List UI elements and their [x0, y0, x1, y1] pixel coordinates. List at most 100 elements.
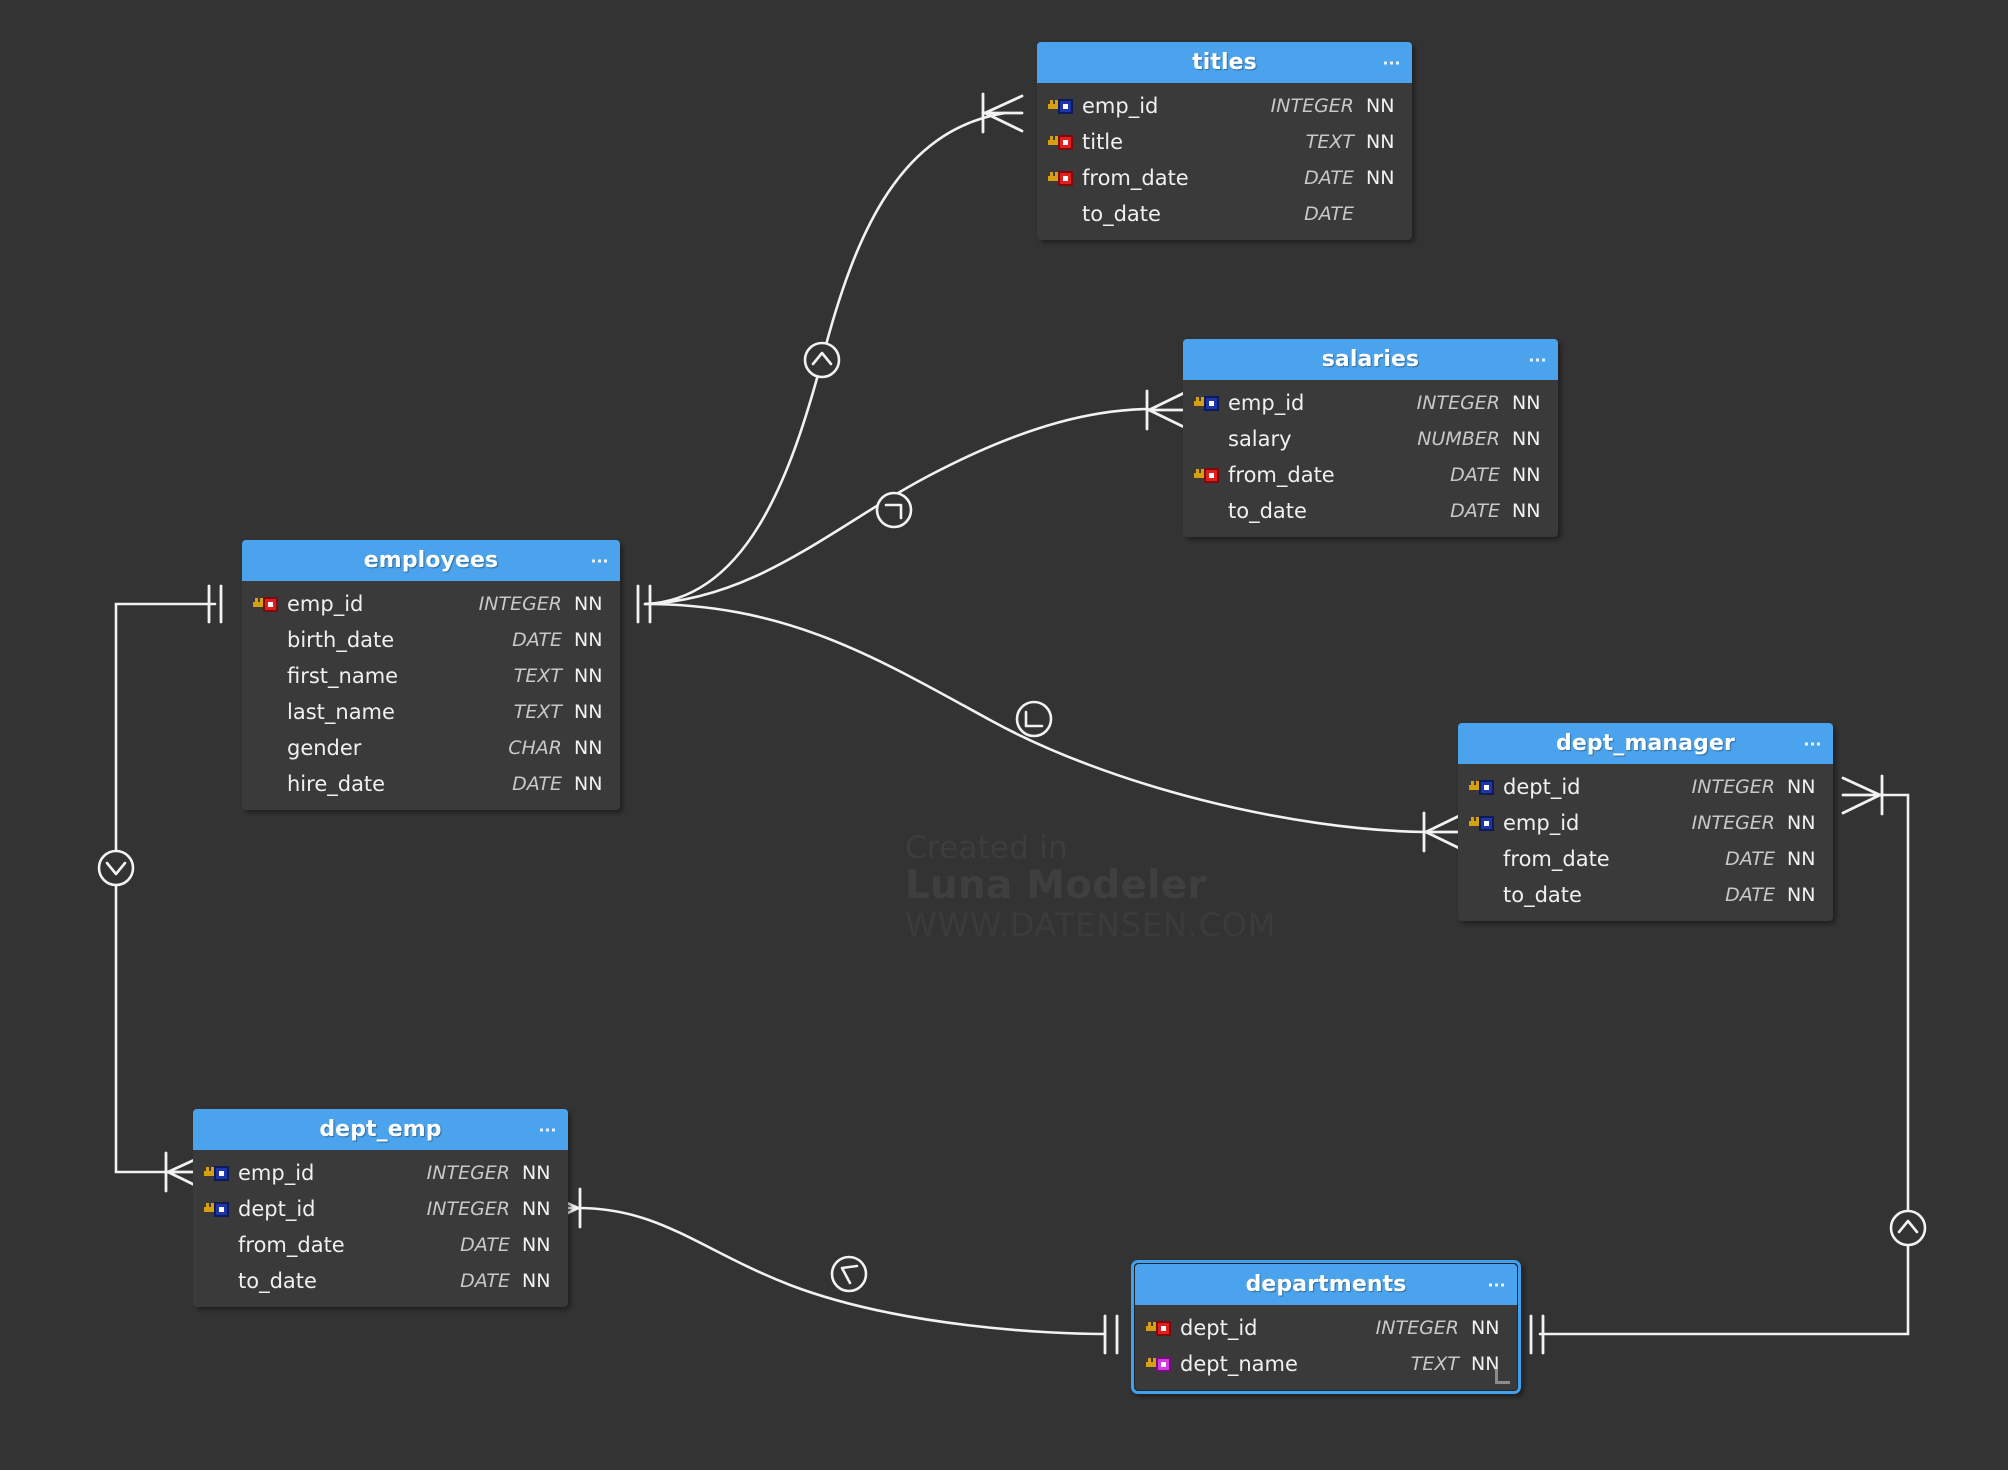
cardinality-many-deptmanager-right	[1841, 774, 1884, 816]
relationship-badge-departments-deptmanager	[1889, 1209, 1927, 1247]
table-row[interactable]: emp_id INTEGER NN	[1183, 385, 1558, 421]
table-row[interactable]: dept_name TEXT NN	[1135, 1346, 1517, 1382]
table-row[interactable]: to_date DATE NN	[1458, 877, 1833, 913]
primary-key-icon	[1048, 134, 1073, 150]
relationship-badge-deptemp-departments	[830, 1255, 868, 1293]
column-not-null: NN	[574, 665, 603, 687]
column-name: emp_id	[1082, 94, 1159, 118]
column-type: TEXT	[1410, 1353, 1459, 1375]
ellipsis-icon[interactable]	[1489, 1283, 1504, 1286]
table-row[interactable]: from_date DATE NN	[1458, 841, 1833, 877]
primary-key-icon	[253, 596, 278, 612]
table-salaries[interactable]: salaries emp_id INTEGER NN salary NUMBER…	[1183, 339, 1558, 537]
elbow-up-right-icon	[884, 503, 903, 520]
table-row[interactable]: title TEXT NN	[1037, 124, 1412, 160]
table-row[interactable]: salary NUMBER NN	[1183, 421, 1558, 457]
ellipsis-icon[interactable]	[1384, 61, 1399, 64]
foreign-key-icon	[1469, 815, 1494, 831]
foreign-key-icon	[1194, 395, 1219, 411]
table-row[interactable]: last_name TEXT NN	[242, 694, 620, 730]
column-not-null: NN	[1366, 131, 1395, 153]
key-icon-slot	[1048, 170, 1082, 186]
primary-key-icon	[1048, 170, 1073, 186]
table-row[interactable]: dept_id INTEGER NN	[193, 1191, 568, 1227]
ellipsis-icon[interactable]	[1530, 358, 1545, 361]
column-type: DATE	[512, 773, 562, 795]
relationship-line-deptemp-departments	[576, 1206, 1107, 1336]
table-row[interactable]: to_date DATE NN	[193, 1263, 568, 1299]
column-type: DATE	[1304, 167, 1354, 189]
table-employees[interactable]: employees emp_id INTEGER NN birth_date D…	[242, 540, 620, 810]
key-icon-slot	[204, 1201, 238, 1217]
primary-key-icon	[1194, 467, 1219, 483]
table-header-titles[interactable]: titles	[1037, 42, 1412, 83]
table-header-dept-manager[interactable]: dept_manager	[1458, 723, 1833, 764]
column-name: first_name	[287, 664, 399, 688]
ellipsis-icon[interactable]	[592, 559, 607, 562]
column-type: INTEGER	[478, 593, 562, 615]
table-row[interactable]: from_date DATE NN	[193, 1227, 568, 1263]
table-header-employees[interactable]: employees	[242, 540, 620, 581]
table-row[interactable]: emp_id INTEGER NN	[193, 1155, 568, 1191]
table-title: dept_manager	[1556, 731, 1735, 756]
table-row[interactable]: from_date DATE NN	[1037, 160, 1412, 196]
relationship-line-employees-deptmanager	[643, 602, 1427, 834]
table-row[interactable]: dept_id INTEGER NN	[1458, 769, 1833, 805]
table-header-dept-emp[interactable]: dept_emp	[193, 1109, 568, 1150]
key-icon-slot	[1469, 815, 1503, 831]
table-row[interactable]: emp_id INTEGER NN	[1037, 88, 1412, 124]
table-header-departments[interactable]: departments	[1135, 1264, 1517, 1305]
table-row[interactable]: to_date DATE	[1037, 196, 1412, 232]
table-columns-titles: emp_id INTEGER NN title TEXT NN from_dat…	[1037, 83, 1412, 240]
table-row[interactable]: gender CHAR NN	[242, 730, 620, 766]
column-not-null: NN	[1787, 848, 1816, 870]
column-not-null: NN	[574, 701, 603, 723]
relationship-line-employees-titles	[643, 111, 1007, 606]
table-dept-manager[interactable]: dept_manager dept_id INTEGER NN emp_id I…	[1458, 723, 1833, 921]
cardinality-one-departments-right	[1529, 1314, 1545, 1355]
column-not-null: NN	[574, 737, 603, 759]
table-row[interactable]: hire_date DATE NN	[242, 766, 620, 802]
table-title: departments	[1245, 1272, 1407, 1297]
table-row[interactable]: first_name TEXT NN	[242, 658, 620, 694]
column-not-null: NN	[574, 773, 603, 795]
table-row[interactable]: birth_date DATE NN	[242, 622, 620, 658]
key-icon-slot	[204, 1165, 238, 1181]
table-row[interactable]: emp_id INTEGER NN	[1458, 805, 1833, 841]
table-titles[interactable]: titles emp_id INTEGER NN title TEXT NN	[1037, 42, 1412, 240]
key-icon-slot	[1048, 98, 1082, 114]
column-type: INTEGER	[426, 1198, 510, 1220]
table-row[interactable]: dept_id INTEGER NN	[1135, 1310, 1517, 1346]
column-not-null: NN	[1512, 428, 1541, 450]
ellipsis-icon[interactable]	[1805, 742, 1820, 745]
column-name: from_date	[238, 1233, 345, 1257]
chevron-down-icon	[105, 861, 127, 876]
column-type: DATE	[1304, 203, 1354, 225]
column-name: from_date	[1082, 166, 1189, 190]
column-not-null: NN	[574, 629, 603, 651]
column-type: TEXT	[1305, 131, 1354, 153]
table-row[interactable]: emp_id INTEGER NN	[242, 586, 620, 622]
foreign-key-icon	[204, 1201, 229, 1217]
chevron-up-icon-2	[1897, 1219, 1919, 1234]
cardinality-many-titles-left	[981, 92, 1024, 134]
relationship-badge-employees-deptmanager	[1015, 700, 1053, 738]
table-row[interactable]: to_date DATE NN	[1183, 493, 1558, 529]
table-dept-emp[interactable]: dept_emp emp_id INTEGER NN dept_id INTEG…	[193, 1109, 568, 1307]
table-header-salaries[interactable]: salaries	[1183, 339, 1558, 380]
column-name: last_name	[287, 700, 395, 724]
column-name: to_date	[1082, 202, 1161, 226]
column-type: NUMBER	[1417, 428, 1500, 450]
column-name: emp_id	[1228, 391, 1305, 415]
table-departments[interactable]: departments dept_id INTEGER NN dept_name…	[1131, 1260, 1521, 1394]
ellipsis-icon[interactable]	[540, 1128, 555, 1131]
resize-handle[interactable]	[1495, 1369, 1510, 1384]
relationship-badge-employees-titles	[803, 341, 841, 379]
column-not-null: NN	[522, 1162, 551, 1184]
column-not-null: NN	[1512, 500, 1541, 522]
column-name: title	[1082, 130, 1124, 154]
column-name: dept_id	[1180, 1316, 1258, 1340]
table-row[interactable]: from_date DATE NN	[1183, 457, 1558, 493]
column-type: DATE	[460, 1234, 510, 1256]
